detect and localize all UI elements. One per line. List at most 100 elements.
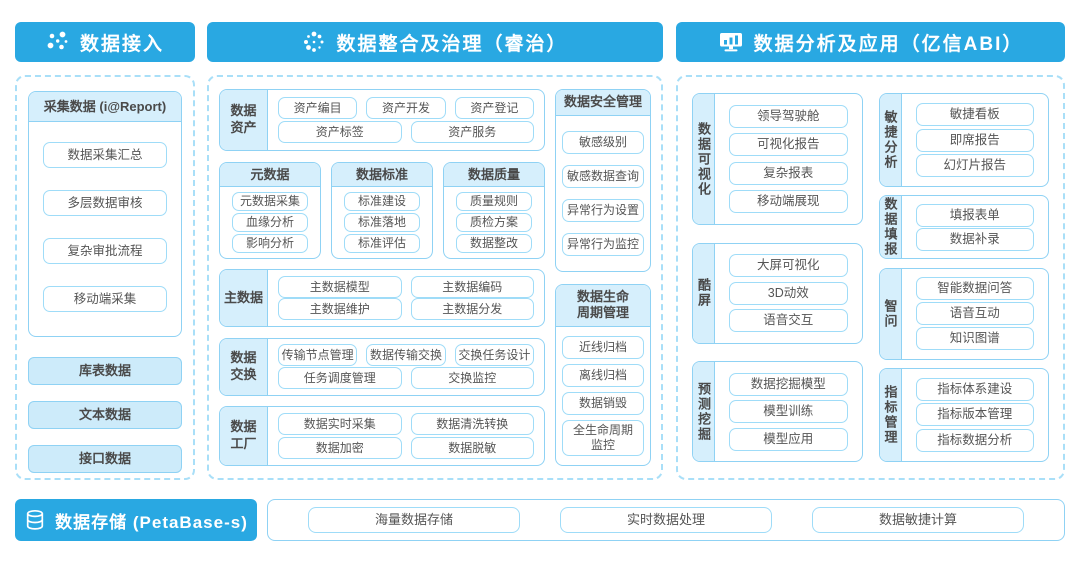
data-factory-items: 数据实时采集数据清洗转换 数据加密数据脱敏 xyxy=(268,407,544,465)
data-visualization-card: 数据可视化 领导驾驶舱可视化报告复杂报表移动端展现 xyxy=(692,93,863,225)
indicator-management-label: 指标管理 xyxy=(879,368,902,461)
data-lifecycle-card: 数据生命 周期管理 近线归档离线归档数据销毁全生命周期 监控 xyxy=(555,283,651,466)
diagram-item-box: 敏感数据查询 xyxy=(562,164,644,188)
data-quality-card-title: 数据质量 xyxy=(444,162,544,187)
diagram-item-box: 多层数据审核 xyxy=(43,190,167,216)
data-asset-row: 数据 资产 资产编目资产开发资产登记 资产标签资产服务 xyxy=(219,89,545,151)
master-data-row: 主数据 主数据模型主数据编码 主数据维护主数据分发 xyxy=(219,269,545,327)
data-visualization-items: 领导驾驶舱可视化报告复杂报表移动端展现 xyxy=(715,94,862,224)
header-data-analysis: 数据分析及应用（亿信ABI） xyxy=(676,22,1065,62)
master-row-2: 主数据维护主数据分发 xyxy=(278,298,534,321)
diagram-item-box: 复杂报表 xyxy=(729,161,848,185)
diagram-item-box: 数据传输交换 xyxy=(366,344,446,367)
diagram-item-box: 实时数据处理 xyxy=(560,507,772,533)
diagram-item-box: 3D动效 xyxy=(729,281,848,305)
diagram-item-box: 数据清洗转换 xyxy=(410,413,534,436)
header-title-access: 数据接入 xyxy=(79,33,164,55)
smart-qa-label: 智问 xyxy=(879,268,902,359)
agile-analysis-items: 敏捷看板即席报告幻灯片报告 xyxy=(902,94,1049,186)
diagram-item-box: 数据整改 xyxy=(456,233,532,253)
cool-screen-label: 酷屏 xyxy=(693,243,715,343)
diagram-item-box: 库表数据 xyxy=(28,357,182,385)
diagram-item-box: 标准落地 xyxy=(344,212,420,232)
data-exchange-row: 数据 交换 传输节点管理数据传输交换交换任务设计 任务调度管理交换监控 xyxy=(219,337,545,396)
diagram-item-box: 任务调度管理 xyxy=(278,366,402,389)
master-data-items: 主数据模型主数据编码 主数据维护主数据分发 xyxy=(268,270,544,326)
diagram-item-box: 填报表单 xyxy=(915,203,1034,227)
data-exchange-label: 数据 交换 xyxy=(220,338,268,395)
diagram-item-box: 数据挖掘模型 xyxy=(729,372,848,396)
panel-data-access: 采集数据 (i@Report) 数据采集汇总多层数据审核复杂审批流程移动端采集 … xyxy=(15,75,195,480)
diagram-item-box: 主数据维护 xyxy=(278,298,402,321)
storage-capability-panel: 海量数据存储实时数据处理数据敏捷计算 xyxy=(267,499,1065,541)
header-title-analysis: 数据分析及应用（亿信ABI） xyxy=(753,33,1024,55)
metadata-card-items: 元数据采集血缘分析影响分析 xyxy=(220,187,320,258)
storage-banner-title: 数据存储 (PetaBase-s) xyxy=(55,512,248,532)
diagram-item-box: 知识图谱 xyxy=(915,327,1034,351)
diagram-item-box: 血缘分析 xyxy=(232,212,308,232)
diagram-item-box: 元数据采集 xyxy=(232,191,308,211)
asset-row-1: 资产编目资产开发资产登记 xyxy=(278,97,534,119)
smart-qa-items: 智能数据问答语音互动知识图谱 xyxy=(902,269,1049,359)
diagram-item-box: 数据敏捷计算 xyxy=(812,507,1024,533)
asset-row-2: 资产标签资产服务 xyxy=(278,121,534,143)
diagram-item-box: 敏捷看板 xyxy=(915,102,1034,126)
data-quality-card: 数据质量 质量规则质检方案数据整改 xyxy=(443,161,545,259)
diagram-item-box: 指标版本管理 xyxy=(915,403,1034,427)
diagram-item-box: 传输节点管理 xyxy=(278,344,358,367)
data-factory-row: 数据 工厂 数据实时采集数据清洗转换 数据加密数据脱敏 xyxy=(219,406,545,466)
diagram-item-box: 即席报告 xyxy=(915,128,1034,152)
diagram-item-box: 指标数据分析 xyxy=(915,429,1034,453)
diagram-item-box: 数据脱敏 xyxy=(410,436,534,459)
diagram-item-box: 影响分析 xyxy=(232,233,308,253)
diagram-item-box: 移动端采集 xyxy=(43,286,167,312)
diagram-item-box: 交换任务设计 xyxy=(454,344,534,367)
indicator-management-items: 指标体系建设指标版本管理指标数据分析 xyxy=(902,369,1049,461)
diagram-item-box: 文本数据 xyxy=(28,401,182,429)
diagram-item-box: 语音互动 xyxy=(915,302,1034,326)
diagram-item-box: 标准建设 xyxy=(344,191,420,211)
diagram-item-box: 资产服务 xyxy=(410,121,534,143)
diagram-item-box: 幻灯片报告 xyxy=(915,154,1034,178)
data-asset-label: 数据 资产 xyxy=(220,90,268,150)
analysis-right-column: 敏捷分析 敏捷看板即席报告幻灯片报告 数据填报 填报表单数据补录 智问 智能数据… xyxy=(878,93,1049,462)
diagram-item-box: 数据加密 xyxy=(278,436,402,459)
exchange-row-2: 任务调度管理交换监控 xyxy=(278,366,534,389)
governance-side-column: 数据安全管理 敏感级别敏感数据查询异常行为设置异常行为监控 数据生命 周期管理 … xyxy=(555,89,651,466)
panel-data-governance: 数据 资产 资产编目资产开发资产登记 资产标签资产服务 元数据 元数据采集血缘分… xyxy=(207,75,663,480)
predictive-mining-card: 预测挖掘 数据挖掘模型模型训练模型应用 xyxy=(692,361,863,462)
network-dots-icon xyxy=(46,30,70,54)
factory-row-2: 数据加密数据脱敏 xyxy=(278,436,534,459)
data-reporting-items: 填报表单数据补录 xyxy=(902,196,1049,258)
diagram-item-box: 数据销毁 xyxy=(562,392,644,416)
diagram-item-box: 主数据模型 xyxy=(278,275,402,298)
diagram-item-box: 接口数据 xyxy=(28,445,182,473)
diagram-item-box: 数据采集汇总 xyxy=(43,142,167,168)
data-lifecycle-items: 近线归档离线归档数据销毁全生命周期 监控 xyxy=(556,327,650,465)
collect-card-items: 数据采集汇总多层数据审核复杂审批流程移动端采集 xyxy=(29,122,181,336)
agile-analysis-card: 敏捷分析 敏捷看板即席报告幻灯片报告 xyxy=(878,93,1049,187)
diagram-item-box: 近线归档 xyxy=(562,336,644,360)
metadata-standard-quality-row: 元数据 元数据采集血缘分析影响分析 数据标准 标准建设标准落地标准评估 数据质量… xyxy=(219,161,545,259)
header-data-governance: 数据整合及治理（睿治） xyxy=(207,22,663,62)
diagram-item-box: 智能数据问答 xyxy=(915,276,1034,300)
diagram-item-box: 资产标签 xyxy=(278,121,402,143)
governance-main-column: 数据 资产 资产编目资产开发资产登记 资产标签资产服务 元数据 元数据采集血缘分… xyxy=(219,89,545,466)
data-factory-label: 数据 工厂 xyxy=(220,407,268,465)
agile-analysis-label: 敏捷分析 xyxy=(879,94,902,186)
data-exchange-items: 传输节点管理数据传输交换交换任务设计 任务调度管理交换监控 xyxy=(268,339,544,395)
predictive-mining-items: 数据挖掘模型模型训练模型应用 xyxy=(715,362,862,461)
dot-swirl-icon xyxy=(302,30,326,54)
predictive-mining-label: 预测挖掘 xyxy=(693,362,715,461)
diagram-item-box: 资产编目 xyxy=(278,97,358,119)
data-visualization-label: 数据可视化 xyxy=(693,94,715,224)
data-standard-card: 数据标准 标准建设标准落地标准评估 xyxy=(331,161,433,259)
diagram-item-box: 语音交互 xyxy=(729,309,848,332)
diagram-item-box: 数据实时采集 xyxy=(278,413,402,436)
data-security-items: 敏感级别敏感数据查询异常行为设置异常行为监控 xyxy=(556,116,650,271)
master-row-1: 主数据模型主数据编码 xyxy=(278,275,534,298)
